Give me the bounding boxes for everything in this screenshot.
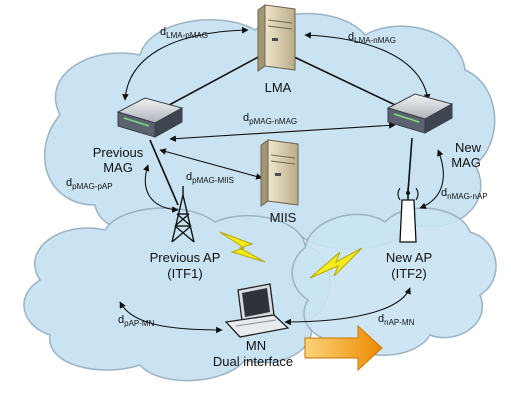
label-d-nap-mn: dnAP-MN xyxy=(378,313,415,327)
link-nmag-nap xyxy=(407,137,413,193)
previous-ap-label-line2: (ITF1) xyxy=(167,266,202,281)
mn-label-line2: Dual interface xyxy=(213,354,293,369)
new-ap-icon xyxy=(397,187,419,243)
previous-ap-tower-icon xyxy=(171,186,195,243)
new-mag-label-line2: MAG xyxy=(451,155,481,170)
new-mag-router-icon xyxy=(386,93,454,134)
previous-mag-label-line2: MAG xyxy=(103,160,133,175)
miis-server-icon xyxy=(260,139,299,207)
lma-label: LMA xyxy=(265,80,292,95)
new-ap-label-line2: (ITF2) xyxy=(391,266,426,281)
label-d-pmag-pap: dpMAG-pAP xyxy=(66,177,113,191)
arrow-pmag-miis xyxy=(159,148,263,180)
previous-mag-router-icon xyxy=(116,97,184,138)
label-d-lma-pmag: dLMA-pMAG xyxy=(160,26,208,40)
miis-label: MIIS xyxy=(270,210,297,225)
label-d-pap-mn: dpAP-MN xyxy=(118,314,155,328)
previous-ap-label-line1: Previous AP xyxy=(150,250,221,265)
arrow-nmag-nap xyxy=(419,149,444,209)
arrow-lma-pmag xyxy=(122,26,249,101)
distance-arrows xyxy=(119,26,444,334)
lma-server-icon xyxy=(257,4,296,72)
new-ap-label-line1: New AP xyxy=(386,250,432,265)
previous-mag-label-line1: Previous xyxy=(93,145,144,160)
wireless-signal-icon xyxy=(219,231,363,279)
arrow-nap-mn xyxy=(284,287,411,326)
label-d-pmag-nmag: dpMAG-nMAG xyxy=(243,112,297,126)
new-access-cloud xyxy=(291,207,497,356)
mn-label-line1: MN xyxy=(246,338,266,353)
movement-arrow-icon xyxy=(304,324,383,372)
label-d-pmag-miis: dpMAG-MIIS xyxy=(186,171,234,185)
arrow-pmag-pap xyxy=(143,164,179,213)
mobile-node-laptop-icon xyxy=(224,283,290,338)
arrow-lma-nmag xyxy=(304,31,431,101)
arrow-pap-mn xyxy=(119,301,223,334)
arrow-pmag-nmag xyxy=(169,122,396,142)
label-d-lma-nmag: dLMA-nMAG xyxy=(348,31,396,45)
new-mag-label-line1: New xyxy=(455,140,482,155)
distance-labels: dLMA-pMAG dLMA-nMAG dpMAG-nMAG dpMAG-MII… xyxy=(66,26,488,328)
label-d-nmag-nap: dnMAG-nAP xyxy=(441,187,488,201)
node-labels: LMA MIIS Previous MAG New MAG Previous A… xyxy=(93,80,482,369)
